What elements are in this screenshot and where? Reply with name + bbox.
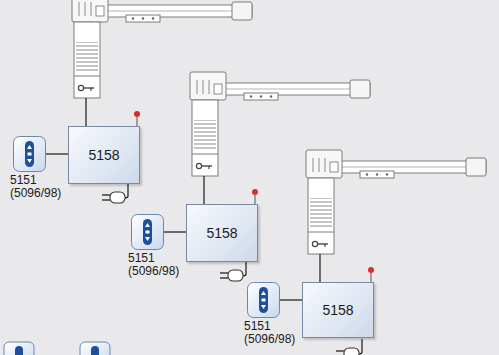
box-label: 5158 <box>206 225 237 241</box>
box-label: 5158 <box>322 302 353 318</box>
remote-icon <box>13 136 46 172</box>
box-label: 5158 <box>88 147 119 163</box>
device-label: 5151 (5096/98) <box>244 320 295 346</box>
remote-control: 5151 (5096/98) <box>247 282 280 318</box>
device-label: 5151 (5096/98) <box>128 252 179 278</box>
control-box: 5158 <box>302 282 374 338</box>
device-label: 5151 (5096/98) <box>10 174 61 200</box>
remote-icon <box>247 282 280 318</box>
remote-control: 5151 (5096/98) <box>13 136 46 172</box>
connection-wire <box>280 299 302 300</box>
remote-control: 5151 (5096/98) <box>131 214 164 250</box>
control-box: 5158 <box>68 126 140 184</box>
connection-wire <box>46 153 68 154</box>
partial-icons <box>4 342 110 355</box>
control-box: 5158 <box>186 204 258 262</box>
connection-wire <box>164 231 186 232</box>
remote-icon <box>131 214 164 250</box>
